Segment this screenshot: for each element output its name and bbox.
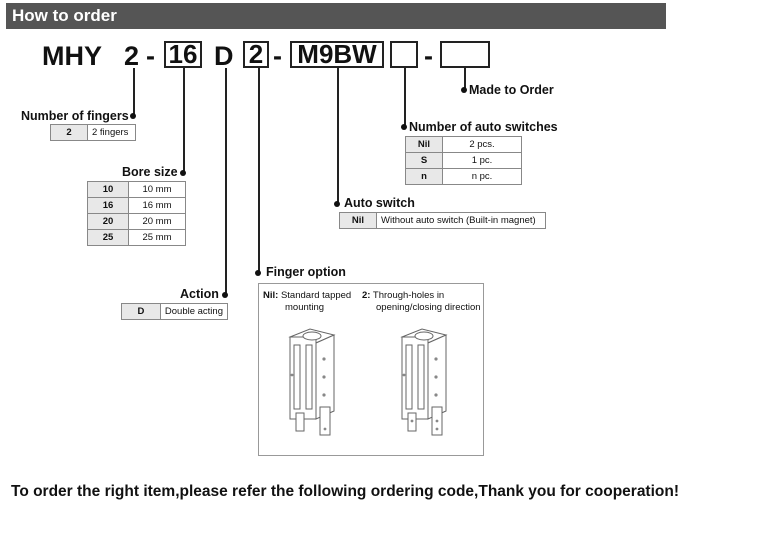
connector-line xyxy=(258,68,260,273)
page-title: How to order xyxy=(12,6,117,25)
connector-line xyxy=(404,68,406,127)
option-code: Nil: xyxy=(263,290,279,301)
auto-switch-label: Auto switch xyxy=(344,196,415,210)
connector-dot xyxy=(401,124,407,130)
bore-label: Bore size xyxy=(122,165,178,179)
option-code: 16 xyxy=(87,197,129,214)
gripper-through-hole-illustration xyxy=(400,328,448,436)
option-code: 25 xyxy=(87,229,129,246)
option-desc: opening/closing direction xyxy=(376,302,481,313)
action-label: Action xyxy=(180,287,219,301)
made-to-order-label: Made to Order xyxy=(469,83,554,97)
option-code: Nil xyxy=(405,136,443,153)
connector-line xyxy=(464,68,466,91)
code-dash: - xyxy=(424,41,433,71)
connector-line xyxy=(183,68,185,173)
option-desc: 20 mm xyxy=(128,213,186,230)
option-desc: 1 pc. xyxy=(442,152,522,169)
code-dash: - xyxy=(273,41,282,71)
option-desc: Double acting xyxy=(159,303,229,320)
finger-option-nil: Nil: Standard tapped mounting xyxy=(263,290,351,314)
option-desc: Through-holes in xyxy=(372,290,445,301)
gripper-standard-illustration xyxy=(288,328,336,436)
option-code: D xyxy=(121,303,161,320)
option-desc: n pc. xyxy=(442,168,522,185)
finger-option-2: 2: Through-holes in opening/closing dire… xyxy=(362,290,481,314)
option-code: Nil xyxy=(339,212,377,229)
option-code: 2 xyxy=(50,124,88,141)
header-bar xyxy=(6,3,666,29)
option-desc: 2 fingers xyxy=(87,124,136,141)
option-code: 10 xyxy=(87,181,129,198)
connector-line xyxy=(337,68,339,204)
option-desc: 25 mm xyxy=(128,229,186,246)
finger-option-panel xyxy=(258,283,484,456)
option-desc: Standard tapped xyxy=(280,290,352,301)
connector-dot xyxy=(461,87,467,93)
code-series: MHY xyxy=(42,41,102,71)
finger-option-label: Finger option xyxy=(266,265,346,279)
connector-dot xyxy=(334,201,340,207)
code-switch-count-box xyxy=(390,41,418,68)
code-auto-switch-box: M9BW xyxy=(290,41,384,68)
connector-line xyxy=(133,68,135,116)
code-dash: - xyxy=(146,41,155,71)
code-bore-box: 16 xyxy=(164,41,202,68)
option-code: 20 xyxy=(87,213,129,230)
option-code: 2: xyxy=(362,290,371,301)
code-action: D xyxy=(214,41,234,71)
option-desc: Without auto switch (Built-in magnet) xyxy=(376,212,546,229)
code-finger-option-box: 2 xyxy=(243,41,269,68)
option-desc: 10 mm xyxy=(128,181,186,198)
connector-dot xyxy=(130,113,136,119)
option-desc: mounting xyxy=(285,302,325,313)
option-desc: 16 mm xyxy=(128,197,186,214)
footer-note: To order the right item,please refer the… xyxy=(11,483,679,500)
option-code: S xyxy=(405,152,443,169)
code-made-to-order-box xyxy=(440,41,490,68)
connector-line xyxy=(225,68,227,295)
option-desc: 2 pcs. xyxy=(442,136,522,153)
switch-count-label: Number of auto switches xyxy=(409,120,558,134)
connector-dot xyxy=(222,292,228,298)
connector-dot xyxy=(255,270,261,276)
option-code: n xyxy=(405,168,443,185)
code-fingers: 2 xyxy=(124,41,140,71)
fingers-label: Number of fingers xyxy=(21,109,129,123)
connector-dot xyxy=(180,170,186,176)
